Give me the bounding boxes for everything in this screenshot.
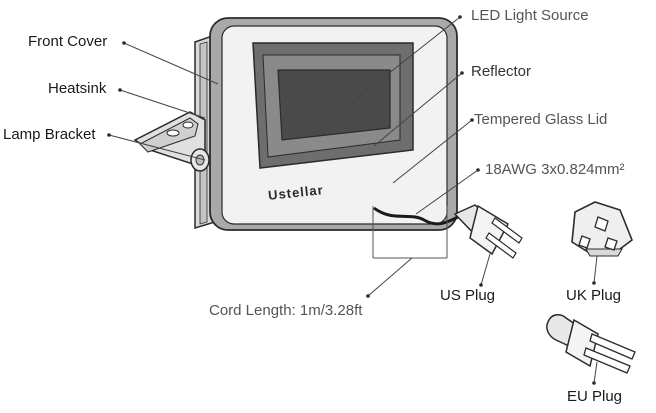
- label-eu-plug: EU Plug: [567, 388, 623, 405]
- label-cord-length: Cord Length: 1m/3.28ft: [209, 302, 363, 319]
- label-tempered-glass-lid: Tempered Glass Lid: [474, 111, 608, 128]
- label-uk-plug: UK Plug: [566, 287, 622, 304]
- label-heatsink: Heatsink: [48, 80, 107, 97]
- label-lamp-bracket: Lamp Bracket: [3, 126, 96, 143]
- eu-plug: [546, 314, 636, 374]
- label-led-light-source: LED Light Source: [471, 7, 589, 24]
- label-us-plug: US Plug: [440, 287, 496, 304]
- lamp-bracket: [133, 111, 210, 172]
- led-light-source: [277, 69, 391, 141]
- label-reflector: Reflector: [471, 63, 532, 80]
- label-front-cover: Front Cover: [28, 33, 108, 50]
- uk-plug: [571, 201, 633, 257]
- power-cord: [372, 206, 461, 259]
- leader-dots: [107, 15, 596, 385]
- label-cable-spec: 18AWG 3x0.824mm²: [485, 161, 625, 178]
- us-plug: [453, 204, 523, 259]
- leader-lines: [108, 16, 598, 384]
